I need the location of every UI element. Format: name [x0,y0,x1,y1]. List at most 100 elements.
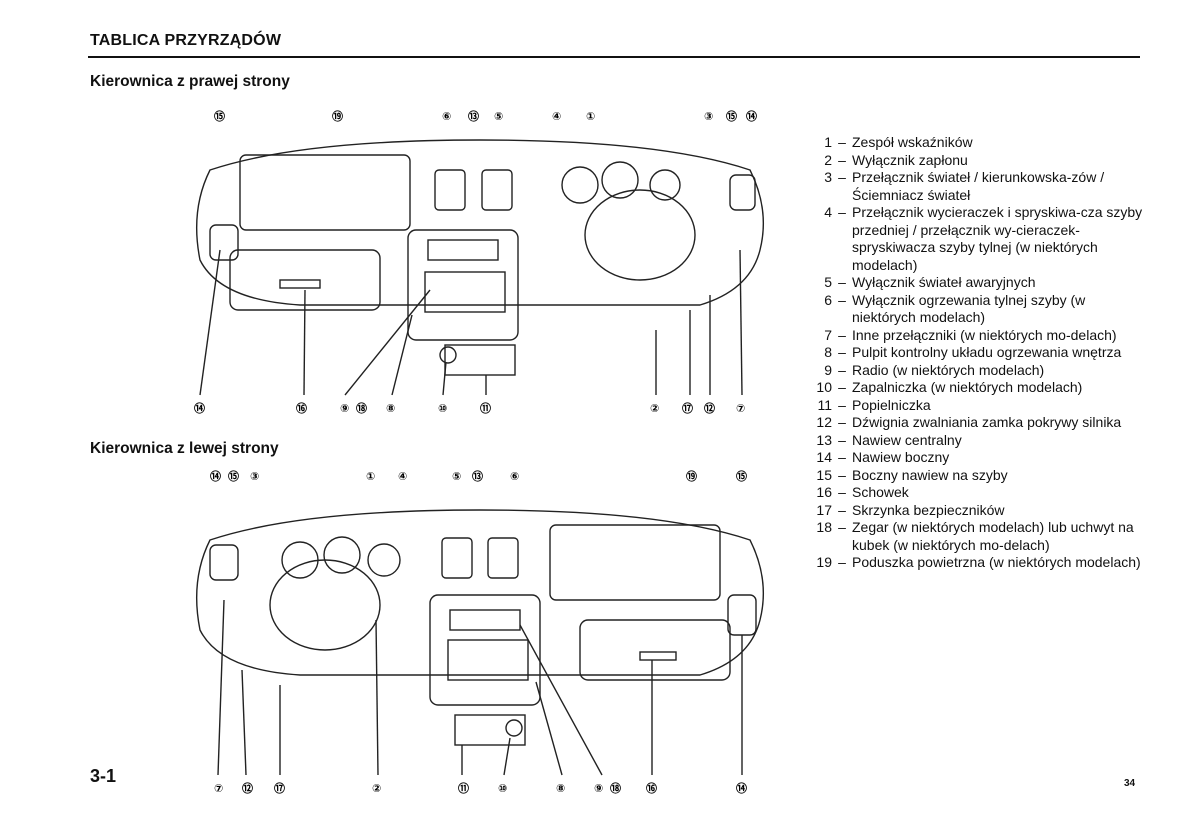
legend-item: 14–Nawiew boczny [808,449,1146,467]
ashtray [444,344,516,376]
callout-label: ⑰ [682,401,693,415]
legend-dash: – [838,204,846,220]
legend-number: 8 [824,344,832,360]
legend-item: 4–Przełącznik wycieraczek i spryskiwa-cz… [808,204,1146,274]
leader-line [344,289,431,396]
legend-number: 5 [824,274,832,290]
callout-label: ⑤ [494,110,503,123]
legend-item: 3–Przełącznik świateł / kierunkowska-zów… [808,169,1146,204]
title-rule [88,56,1140,58]
legend-text: Skrzynka bezpieczników [852,501,1005,518]
callout-label: ⑮ [736,469,747,483]
rhd-bottom-callouts: ⑭ ⑯ ⑨ ⑱ ⑧ ⑩ ⑪ ② ⑰ ⑫ ⑦ [194,401,745,415]
leader-line [503,737,511,776]
legend-number: 7 [824,326,832,343]
callout-label: ③ [704,110,713,123]
legend-number: 18 [816,519,832,535]
leader-line [442,361,447,396]
center-vent [441,537,473,579]
callout-label: ⑱ [356,401,367,415]
side-vent [727,594,757,636]
callout-label: ⑮ [228,469,239,483]
legend-item: 1–Zespół wskaźników [808,134,1146,152]
callout-label: ① [586,110,595,123]
legend-text: Schowek [852,484,909,500]
legend-dash: – [838,414,846,430]
legend-dash: – [838,501,846,518]
callout-label: ⑩ [438,402,447,415]
rhd-section-title: Kierownica z prawej strony [90,73,290,90]
dash-outline [196,509,764,676]
callout-label: ① [366,470,375,483]
radio-slot [427,239,499,261]
callout-label: ⑭ [210,469,221,483]
side-vent [729,174,756,211]
callout-label: ③ [250,470,259,483]
heater-controls [424,271,506,313]
legend-number: 6 [824,291,832,308]
callout-label: ⑤ [452,470,461,483]
legend-item: 12–Dźwignia zwalniania zamka pokrywy sil… [808,414,1146,432]
glovebox-handle [279,279,321,289]
legend-number: 9 [824,361,832,378]
center-vent [487,537,519,579]
legend-dash: – [838,396,846,413]
legend-dash: – [838,134,846,150]
legend-number: 13 [816,431,832,448]
legend-dash: – [838,291,846,308]
callout-label: ⑱ [610,781,621,795]
legend-text: Wyłącznik świateł awaryjnych [852,274,1036,290]
airbag-panel [239,154,411,231]
callout-label: ⑲ [332,109,343,123]
legend-dash: – [838,326,846,343]
legend-dash: – [838,466,846,483]
callout-label: ⑫ [242,781,253,795]
side-vent [209,224,239,261]
legend-text: Zegar (w niektórych modelach) lub uchwyt… [852,519,1134,553]
callout-label: ⑯ [296,401,307,415]
legend-text: Przełącznik świateł / kierunkowska-zów /… [852,169,1105,203]
callout-label: ⑦ [214,782,223,795]
leader-line [391,314,413,396]
leader-line [241,669,247,776]
leader-line [739,249,743,396]
legend-dash: – [838,169,846,185]
callout-label: ⑪ [480,401,491,415]
legend-number: 10 [816,379,832,395]
legend-text: Radio (w niektórych modelach) [852,361,1045,378]
center-console [429,594,541,706]
legend-item: 17–Skrzynka bezpieczników [808,502,1146,520]
legend-number: 12 [816,414,832,430]
legend-number: 11 [817,396,832,413]
callout-label: ④ [552,110,561,123]
legend-item: 10–Zapalniczka (w niektórych modelach) [808,379,1146,397]
legend-item: 13–Nawiew centralny [808,432,1146,450]
airbag-panel [549,524,721,601]
rhd-top-callouts: ⑮ ⑲ ⑥ ⑬ ⑤ ④ ① ③ ⑮ ⑭ [214,109,757,123]
legend-number: 16 [816,484,832,500]
callout-label: ⑦ [736,402,745,415]
callout-label: ⑮ [726,109,737,123]
legend-number: 4 [824,204,832,220]
legend-text: Wyłącznik zapłonu [852,151,968,168]
center-vent [481,169,513,211]
legend-item: 9–Radio (w niektórych modelach) [808,362,1146,380]
leader-line [303,289,306,396]
legend-item: 16–Schowek [808,484,1146,502]
legend-text: Boczny nawiew na szyby [852,466,1008,483]
callout-label: ② [650,402,659,415]
callout-label: ⑭ [194,401,205,415]
glovebox [579,619,731,681]
heater-controls [447,639,529,681]
callout-label: ⑭ [746,109,757,123]
callout-label: ⑰ [274,781,285,795]
legend-text: Inne przełączniki (w niektórych mo-delac… [852,326,1117,343]
lighter [505,719,523,737]
legend-item: 15–Boczny nawiew na szyby [808,467,1146,485]
center-vent [434,169,466,211]
callout-label: ⑨ [340,402,349,415]
legend-number: 15 [816,466,832,483]
legend-number: 14 [816,449,832,465]
gauge [367,543,401,577]
callout-label: ⑬ [468,109,479,123]
